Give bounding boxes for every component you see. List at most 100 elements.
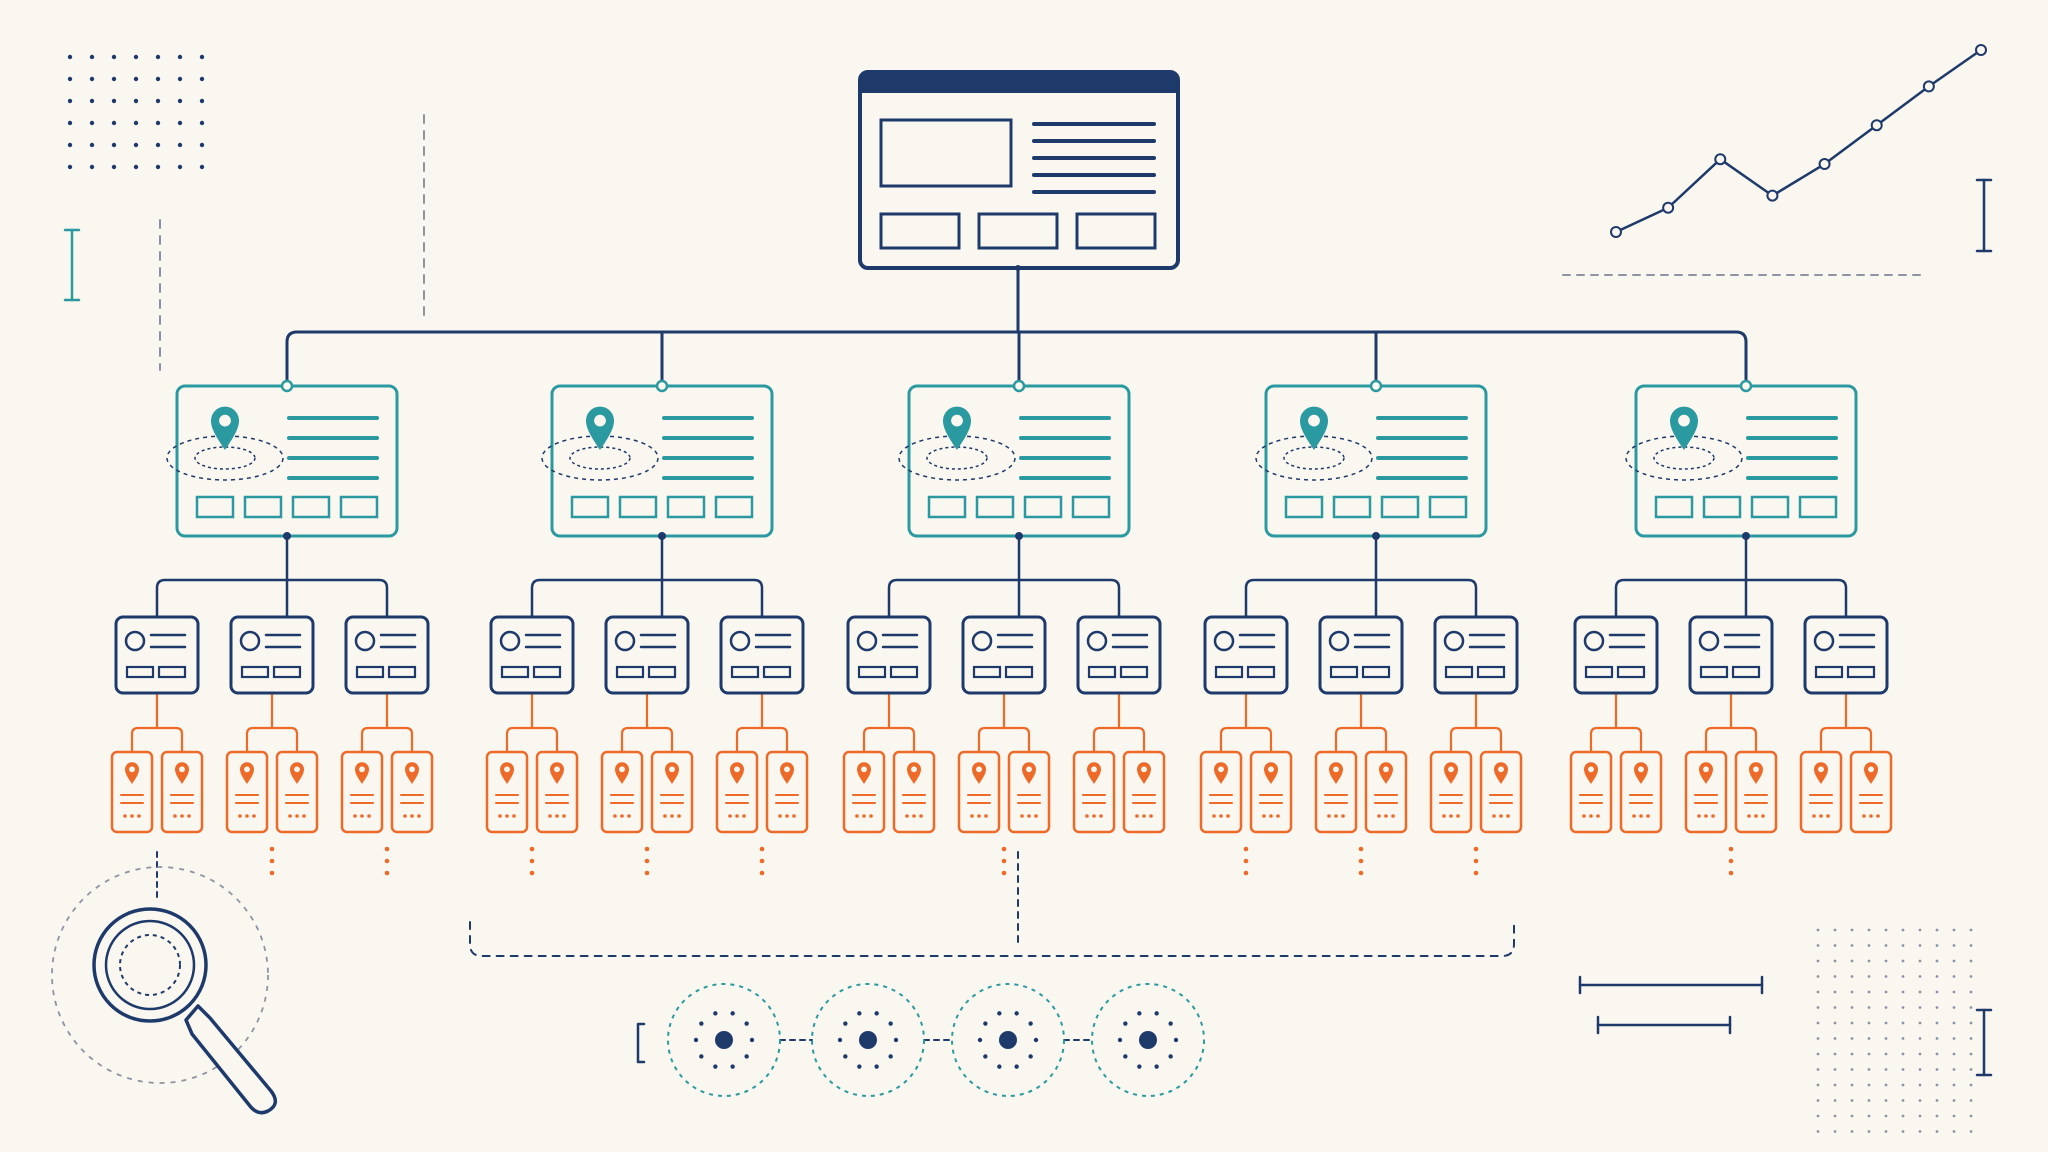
data-node-ring [951, 983, 1065, 1097]
map-pin-icon [780, 762, 794, 784]
grid-dot [1901, 1006, 1905, 1009]
location-radius-outer [898, 435, 1016, 481]
listing-card [1569, 750, 1613, 834]
magnifier-lens-outer [92, 907, 208, 1023]
grid-dot [1884, 944, 1888, 947]
grid-dot [1833, 975, 1837, 978]
data-node-core [1139, 1031, 1157, 1049]
listing-card-frame [1199, 750, 1243, 834]
data-node-dot [837, 1037, 843, 1043]
profile-card-frame [719, 615, 805, 695]
data-node-dot [1014, 1011, 1019, 1016]
grid-dot [1850, 1114, 1854, 1118]
map-pin-icon [615, 762, 629, 784]
grid-dot [1867, 1083, 1871, 1087]
card-bottom-anchor [1372, 532, 1380, 540]
data-node-dot [1028, 1021, 1033, 1026]
data-node-dot [1014, 1064, 1019, 1069]
listing-card [160, 750, 204, 834]
ellipsis-dot [1473, 858, 1479, 864]
grid-dot [111, 76, 117, 82]
map-pin-icon [175, 762, 189, 784]
card-tile [1023, 495, 1063, 519]
magnifier-handle [184, 1004, 278, 1115]
map-pin-icon [1814, 762, 1829, 784]
trend-point [1610, 226, 1622, 238]
data-node-dot [1123, 1021, 1128, 1026]
profile-card-frame [1318, 615, 1404, 695]
profile-card-frame [1076, 615, 1162, 695]
listing-dot [905, 814, 909, 818]
grid-dot [1969, 990, 1973, 994]
content-block [1075, 212, 1157, 250]
card-tile [1654, 495, 1694, 519]
listing-card-frame [650, 750, 694, 834]
profile-tile [1246, 665, 1276, 679]
listing-dot [187, 814, 191, 818]
avatar-icon [124, 630, 146, 652]
grid-dot [1901, 1114, 1905, 1118]
listing-card [340, 750, 384, 834]
listing-dot [1334, 814, 1338, 818]
profile-card-frame [1203, 615, 1289, 695]
grid-dot [1884, 1130, 1888, 1133]
listing-card-frame [485, 750, 529, 834]
profile-card [110, 615, 204, 834]
profile-tile [730, 665, 760, 679]
listing-card-frame [1799, 750, 1843, 834]
grid-dot [1833, 944, 1837, 947]
grid-dot [1969, 975, 1973, 978]
sub-bus [887, 578, 1121, 619]
listing-dot [970, 814, 974, 818]
grid-dot [1952, 1006, 1956, 1009]
grid-dot [111, 54, 117, 60]
profile-tile [647, 665, 677, 679]
listing-dot [1341, 814, 1345, 818]
grid-dot [1952, 928, 1956, 932]
grid-dot [1935, 1099, 1939, 1102]
listing-card-frame [1479, 750, 1523, 834]
grid-dot [1884, 1052, 1888, 1056]
profile-tile [1584, 665, 1614, 679]
profile-tile [1361, 665, 1391, 679]
grid-dot [133, 54, 139, 60]
data-node-dot [874, 1064, 879, 1069]
leaf-bus [1219, 726, 1273, 754]
data-node-dot [730, 1011, 735, 1016]
map-pin-icon [290, 762, 304, 784]
grid-dot [67, 142, 73, 148]
listing-card [275, 750, 319, 834]
grid-dot [1816, 1130, 1820, 1133]
card-tile [1284, 495, 1324, 519]
card-top-anchor [1012, 379, 1026, 393]
grid-dot [1850, 1006, 1854, 1009]
grid-dot [1952, 975, 1956, 978]
data-node-dot [843, 1054, 848, 1059]
map-pin-icon [943, 406, 971, 450]
leaf-bus [1334, 726, 1388, 754]
data-node-dot [749, 1037, 755, 1043]
grid-dot [155, 120, 161, 126]
grid-dot [177, 54, 183, 60]
listing-dot [252, 814, 256, 818]
listing-dot [1212, 814, 1216, 818]
location-page-5 [1569, 379, 1893, 876]
listing-dot [505, 814, 509, 818]
data-node-ring [811, 983, 925, 1097]
data-node-dot [997, 1064, 1002, 1069]
leaf-bus [1704, 726, 1758, 754]
listing-card-frame [1619, 750, 1663, 834]
listing-dot [360, 814, 364, 818]
grid-dot [1816, 1099, 1820, 1102]
ellipsis-dot [269, 858, 275, 864]
profile-card-frame [846, 615, 932, 695]
profile-card [340, 615, 434, 876]
grid-dot [1867, 928, 1871, 932]
listing-card-frame [1122, 750, 1166, 834]
grid-dot [89, 98, 95, 104]
grid-dot [1952, 1114, 1956, 1118]
more-items-ellipsis [1728, 846, 1734, 876]
listing-dot [245, 814, 249, 818]
trend-point [1662, 201, 1675, 214]
grid-dot [67, 76, 73, 82]
